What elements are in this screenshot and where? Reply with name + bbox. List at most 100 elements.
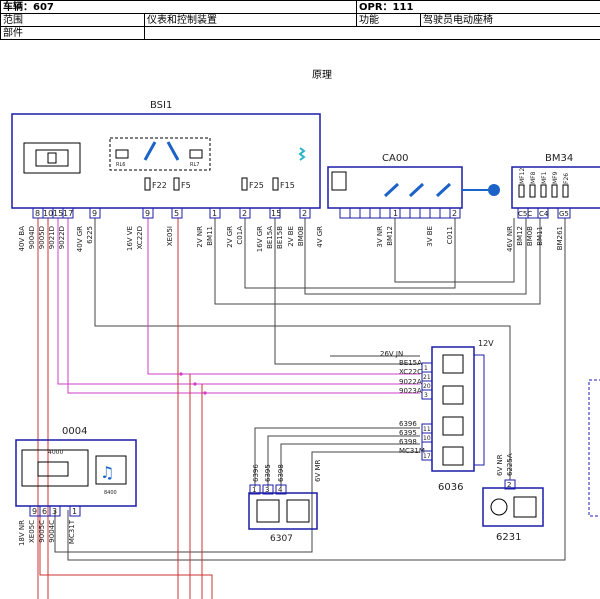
svg-text:C011: C011 — [446, 226, 454, 244]
svg-text:9: 9 — [145, 209, 150, 218]
svg-text:F26: F26 — [563, 173, 570, 184]
svg-text:6395: 6395 — [264, 464, 272, 482]
svg-text:1: 1 — [212, 209, 217, 218]
svg-text:XE05C: XE05C — [28, 520, 36, 543]
fuse-f5-label: F5 — [181, 181, 191, 190]
svg-text:2V NR: 2V NR — [196, 226, 204, 248]
svg-text:3V NR: 3V NR — [376, 226, 384, 248]
svg-text:BE15A: BE15A — [266, 226, 274, 249]
fuse-f22-icon — [144, 177, 151, 191]
svg-text:21: 21 — [423, 374, 431, 381]
svg-text:40V BA: 40V BA — [18, 226, 26, 252]
svg-text:1: 1 — [393, 209, 398, 218]
svg-text:9004D: 9004D — [28, 226, 36, 249]
svg-text:6398: 6398 — [399, 438, 417, 446]
wire-6395 — [267, 435, 420, 487]
svg-text:4: 4 — [278, 486, 283, 494]
svg-text:6V NR: 6V NR — [496, 454, 504, 476]
svg-text:10: 10 — [43, 209, 53, 218]
svg-text:6V MR: 6V MR — [314, 459, 322, 482]
module-0004-title: 0004 — [62, 426, 87, 437]
svg-text:6395: 6395 — [399, 429, 417, 437]
svg-text:12V: 12V — [478, 339, 494, 348]
svg-text:MF1: MF1 — [541, 171, 548, 184]
music-note-icon — [95, 455, 127, 485]
svg-text:9021D: 9021D — [48, 226, 56, 249]
wire-6396 — [254, 427, 420, 487]
svg-text:40V GR: 40V GR — [76, 226, 84, 252]
seat-heater-icon — [256, 499, 280, 523]
svg-text:9022A: 9022A — [399, 378, 422, 386]
svg-text:5: 5 — [174, 209, 179, 218]
seat-6231-icon — [513, 496, 537, 518]
svg-text:1: 1 — [72, 507, 77, 516]
wire-6398 — [280, 443, 420, 487]
svg-text:9004C: 9004C — [48, 520, 56, 543]
bsi1-title: BSI1 — [150, 100, 172, 111]
ca00-lock-icon — [331, 171, 347, 191]
svg-text:6: 6 — [42, 507, 47, 516]
svg-text:1: 1 — [252, 486, 256, 494]
svg-text:4000: 4000 — [48, 449, 63, 456]
seat-icon — [286, 499, 310, 523]
wire-bm12 — [394, 218, 515, 283]
svg-text:46V NR: 46V NR — [506, 226, 514, 252]
ignition-key-icon — [488, 184, 500, 196]
wire-6225 — [94, 218, 511, 480]
ca00-title: CA00 — [382, 153, 409, 164]
svg-text:15: 15 — [271, 209, 281, 218]
svg-text:BE15A: BE15A — [399, 359, 422, 367]
header-table: 车辆：607 OPR：111 范围 仪表和控制装置 功能 驾驶员电动座椅 部件 … — [0, 0, 600, 81]
bsi1-box — [11, 113, 321, 209]
svg-text:17: 17 — [423, 453, 431, 460]
svg-text:18V NR: 18V NR — [18, 520, 26, 546]
fuse-f5-icon — [173, 177, 180, 191]
svg-text:BE15B: BE15B — [276, 226, 284, 249]
music-note-glyph: ♫ — [100, 463, 114, 482]
svg-text:9022D: 9022D — [58, 226, 66, 249]
svg-text:3: 3 — [424, 392, 428, 399]
fuse-f15-label: F15 — [280, 181, 295, 190]
fuse-f25-icon — [241, 177, 248, 191]
svg-text:8: 8 — [35, 209, 40, 218]
svg-text:10: 10 — [423, 435, 431, 442]
svg-text:C01A: C01A — [236, 226, 244, 245]
wire-red-f — [39, 510, 213, 599]
svg-text:2: 2 — [302, 209, 307, 218]
section-title: 原理 — [312, 70, 332, 81]
sensor-6231-icon — [490, 498, 508, 516]
switch-6036-box — [431, 346, 475, 472]
bsi1-relay-block — [109, 137, 211, 171]
svg-text:15: 15 — [53, 209, 63, 218]
svg-text:11: 11 — [423, 426, 431, 433]
wire-bm0b — [304, 218, 527, 295]
svg-text:BM11: BM11 — [536, 226, 544, 246]
svg-text:XC22C: XC22C — [399, 368, 422, 376]
svg-text:3: 3 — [265, 486, 269, 494]
svg-text:4V GR: 4V GR — [316, 226, 324, 248]
svg-text:9005C: 9005C — [38, 520, 46, 543]
svg-text:XE05I: XE05I — [166, 226, 174, 246]
svg-text:BM0B: BM0B — [297, 226, 305, 246]
fuse-f25-label: F25 — [249, 181, 264, 190]
svg-text:C5C: C5C — [518, 210, 532, 218]
fuse-f22-label: F22 — [152, 181, 167, 190]
svg-text:6398: 6398 — [277, 464, 285, 482]
svg-text:1: 1 — [424, 365, 428, 372]
wire-be15a — [274, 218, 420, 365]
svg-text:BM261: BM261 — [556, 226, 564, 250]
svg-text:2: 2 — [452, 209, 457, 218]
svg-text:9023A: 9023A — [399, 387, 422, 395]
bsi1-module-icon — [23, 142, 81, 174]
wire-xc22c — [147, 218, 420, 375]
svg-text:6225A: 6225A — [506, 453, 514, 476]
svg-text:BM11: BM11 — [206, 226, 214, 246]
wire-c01a — [244, 218, 456, 289]
parts-label: 部件 — [0, 26, 145, 40]
svg-text:G5: G5 — [559, 210, 569, 218]
svg-text:16V VE: 16V VE — [126, 226, 134, 251]
svg-text:9005D: 9005D — [38, 226, 46, 249]
svg-text:6396: 6396 — [252, 464, 260, 482]
svg-text:BM12: BM12 — [516, 226, 524, 246]
